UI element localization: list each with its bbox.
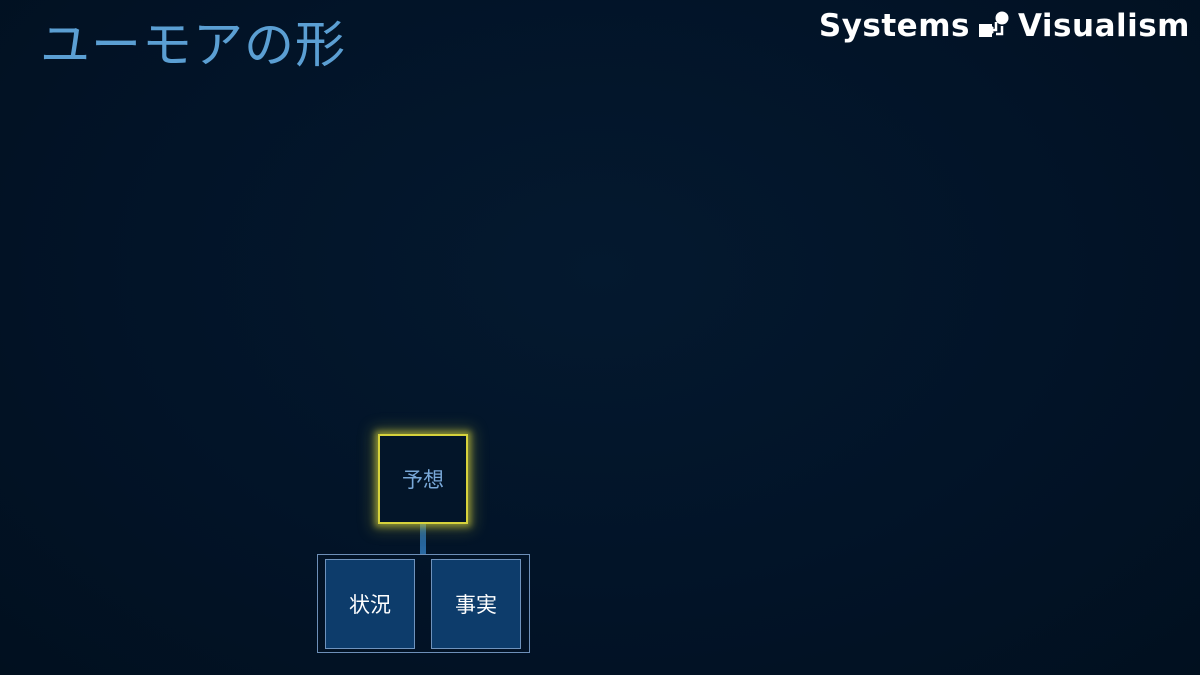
page-title: ユーモアの形	[40, 16, 346, 74]
node-prediction-label: 予想	[402, 468, 444, 492]
node-fact-label: 事実	[455, 593, 497, 617]
diagram-connector	[420, 524, 426, 554]
child-group-frame	[317, 554, 530, 653]
brand-logo: Systems Visualism	[819, 6, 1190, 46]
node-fact[interactable]: 事実	[431, 559, 521, 649]
node-situation[interactable]: 状況	[325, 559, 415, 649]
brand-text-visualism: Visualism	[1017, 8, 1190, 44]
systems-visualism-logo-icon	[978, 10, 1010, 42]
brand-text-systems: Systems	[818, 8, 970, 44]
node-prediction[interactable]: 予想	[378, 434, 468, 524]
node-situation-label: 状況	[349, 593, 391, 617]
